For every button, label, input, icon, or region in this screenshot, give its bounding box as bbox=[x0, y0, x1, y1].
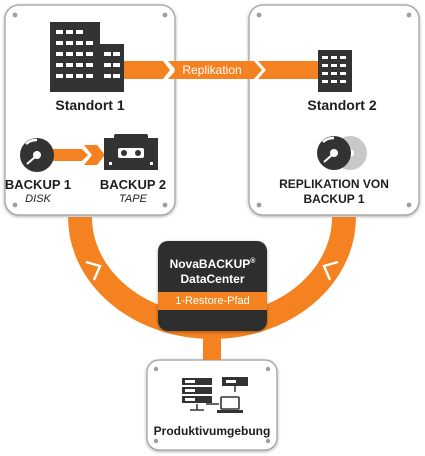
panel-screws-right bbox=[256, 12, 412, 208]
disk-icon bbox=[20, 138, 54, 172]
site1-title: Standort 1 bbox=[55, 97, 125, 113]
site2-title: Standort 2 bbox=[307, 97, 377, 113]
replication-band-right bbox=[258, 61, 318, 79]
replica-line2: BACKUP 1 bbox=[303, 192, 365, 206]
ring-chevron-left bbox=[85, 260, 102, 281]
ring-chevron-right bbox=[322, 260, 339, 281]
backup2-title: BACKUP 2 bbox=[99, 177, 167, 192]
building-windows bbox=[56, 30, 120, 78]
desktop-computer-icon bbox=[222, 377, 248, 392]
replication-arrow bbox=[120, 61, 170, 79]
tape-icon bbox=[104, 134, 158, 170]
backup2-medium: TAPE bbox=[119, 193, 147, 205]
backup1-label: BACKUP 1 DISK bbox=[3, 177, 73, 207]
site2-panel bbox=[248, 4, 420, 216]
restore-band bbox=[158, 292, 267, 310]
backup-arrow bbox=[52, 149, 88, 161]
production-title: Produktivumgebung bbox=[153, 424, 271, 438]
datacenter-label: NovaBACKUP® DataCenter bbox=[158, 254, 267, 287]
backup1-medium: DISK bbox=[25, 193, 51, 205]
replica-disk-icon bbox=[317, 136, 367, 170]
backup2-label: BACKUP 2 TAPE bbox=[98, 177, 168, 207]
backup1-title: BACKUP 1 bbox=[4, 177, 72, 192]
backup-arrow-head bbox=[84, 145, 105, 165]
small-building-windows bbox=[322, 56, 346, 83]
datacenter-name: NovaBACKUP bbox=[169, 257, 251, 271]
datacenter-mark: ® bbox=[250, 258, 256, 265]
server-rack-icon bbox=[182, 378, 212, 411]
replica-label: REPLIKATION VON BACKUP 1 bbox=[272, 177, 396, 207]
datacenter-line2: DataCenter bbox=[180, 272, 245, 286]
panel-screws-left bbox=[12, 12, 168, 208]
laptop-icon bbox=[206, 396, 243, 413]
panel-screws-bottom bbox=[153, 366, 271, 444]
replica-line1: REPLIKATION VON bbox=[279, 177, 389, 191]
restore-label: 1-Restore-Pfad bbox=[175, 295, 250, 307]
replication-band bbox=[168, 61, 262, 79]
replication-label: Replikation bbox=[182, 63, 242, 77]
